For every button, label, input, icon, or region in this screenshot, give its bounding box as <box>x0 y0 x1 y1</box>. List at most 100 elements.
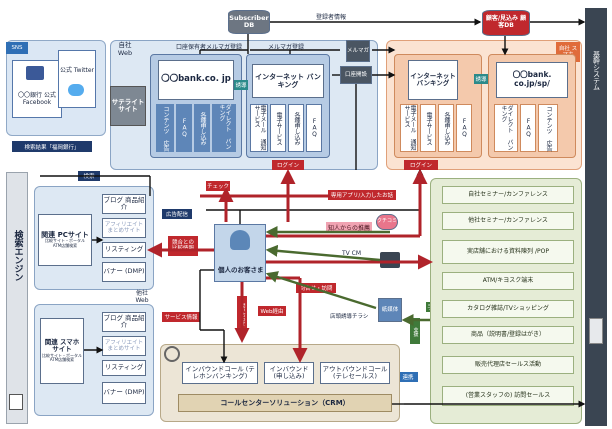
application-box[interactable]: 各種申し込み <box>194 104 210 152</box>
satellite-site-box[interactable]: サテライト サイト <box>110 86 146 126</box>
sp-listing-label: リスティング <box>104 363 144 372</box>
sp-site-title: 関連 スマホ サイト <box>44 337 80 354</box>
channel-sales-visit-label: (営業スタッフの) 訪問セールス <box>465 391 551 399</box>
ib-faq-box[interactable]: FAQ <box>306 104 322 152</box>
channel-seminar-other-label: 他社セミナー/カンファレンス <box>468 216 548 224</box>
pc-blog-label: ブログ 商品紹介 <box>103 195 145 211</box>
sp-banner-box[interactable]: バナー (DMP) <box>102 382 146 404</box>
customer-label: 個人のお客さま <box>218 266 264 274</box>
paper-label: 紙媒体 <box>381 306 399 313</box>
pc-site-sub1: 比較サイト・ポータル <box>45 238 85 244</box>
account-open-label: 口座開設 <box>344 71 367 78</box>
channel-atm-label: ATM/キヨスク端末 <box>482 276 534 284</box>
reputation-label: クチコミ <box>377 218 398 225</box>
inbound-label: インバウンド (申し込み) <box>269 364 309 380</box>
sp-listing-box[interactable]: リスティング <box>102 360 146 376</box>
sp-site-sub2: ATM店舗検索 <box>49 357 75 363</box>
inbound-box[interactable]: インバウンド (申し込み) <box>264 362 314 384</box>
direct-banking-box[interactable]: ダイレクト バンキング <box>212 104 236 152</box>
subscriber-db-label: Subscriber DB <box>229 13 269 29</box>
channel-sales-visit[interactable]: (営業スタッフの) 訪問セールス <box>442 386 574 406</box>
sp-apply-box[interactable]: 各種申し込み <box>438 104 454 152</box>
app-info-badge: 専用アプリ/入力したお話 <box>328 190 396 200</box>
pc-blog-box[interactable]: ブログ 商品紹介 <box>102 194 146 214</box>
core-system-label: 基幹システム <box>592 50 601 90</box>
contents-adv-box[interactable]: コンテンツ 広告 <box>156 104 174 152</box>
sp-site-sub1: 比較サイト・ポータル <box>42 352 82 358</box>
sp-site-card[interactable]: 関連 スマホ サイト 比較サイト・ポータル ATM店舗検索 <box>40 318 84 384</box>
sp-affiliate-label: アフィリエイト まとめサイト <box>104 339 144 352</box>
sp-banner-label: バナー (DMP) <box>103 388 145 397</box>
sp-contents-adv-box[interactable]: コンテンツ 広告 <box>538 104 558 152</box>
channel-catalog[interactable]: カタログ雑誌/TVショッピング <box>442 300 574 318</box>
service-info-badge: サービス情報 <box>162 312 200 322</box>
sp-faq-box[interactable]: FAQ <box>520 104 536 152</box>
sp-faq-small-box[interactable]: FAQ <box>456 104 472 152</box>
pc-affiliate-box[interactable]: アフィリエイト まとめサイト <box>102 218 146 238</box>
e-service-box[interactable]: 電子サービス <box>270 104 286 152</box>
reputation-icon: クチコミ <box>376 214 398 230</box>
sp-main-url-text: 〇〇bank. co.jp/sp/ <box>512 70 552 88</box>
sp-blog-box[interactable]: ブログ 商品紹介 <box>102 312 146 332</box>
inquiry-visit-badge: 問合せ・訪問 <box>296 283 336 293</box>
pc-site-sub2: ATM店舗検索 <box>52 243 78 249</box>
outbound-box[interactable]: アウトバウンドコール (テレセールス) <box>320 362 390 384</box>
login-badge-2[interactable]: ログイン <box>404 160 438 170</box>
email-notice-box[interactable]: 電子メール 通知サービス <box>250 104 268 152</box>
channel-product[interactable]: 商品（説明書/登録はがき） <box>442 326 574 344</box>
sp-site-card-body: 関連 スマホ サイト 比較サイト・ポータル ATM店舗検索 <box>41 337 83 363</box>
pc-listing-box[interactable]: リスティング <box>102 242 146 258</box>
link-badge-1: 誘導 <box>234 80 248 90</box>
account-open-box[interactable]: 口座開設 <box>340 66 372 84</box>
competitor-compare-text: 競合との 比較情報 <box>171 239 194 252</box>
main-site-url[interactable]: 〇〇bank.co. jp <box>158 60 234 100</box>
member-register-label: 口座保有者メルマガ登録 <box>176 44 243 51</box>
pc-banner-box[interactable]: バナー (DMP) <box>102 262 146 282</box>
word-of-mouth-label: 知人からの推薦 <box>326 222 373 233</box>
pc-affiliate-label: アフィリエイト まとめサイト <box>104 221 144 234</box>
subscriber-db[interactable]: Subscriber DB <box>228 10 270 34</box>
channel-seminar-own-label: 自社セミナー/カンファレンス <box>468 190 548 198</box>
inbound-ib-box[interactable]: インバウンドコール (テレホンバンキング) <box>182 362 258 384</box>
web-via-badge: Web経由 <box>258 306 286 316</box>
customer-db[interactable]: 顧客/見込み 顧客DB <box>482 10 530 36</box>
sp-affiliate-box[interactable]: アフィリエイト まとめサイト <box>102 336 146 356</box>
cooperation-badge: 連携 <box>398 372 418 382</box>
tv-icon <box>380 252 400 268</box>
sp-email-notice-box[interactable]: 電子メール 通知サービス <box>400 104 418 152</box>
channel-store-display-label: 実店舗における資料陳列 /POP <box>467 247 549 255</box>
sp-blog-label: ブログ 商品紹介 <box>103 313 145 329</box>
channel-agency-label: 販売代理店セールス活動 <box>474 360 541 368</box>
internet-banking-title[interactable]: インターネット バンキング <box>252 64 324 98</box>
faq-box[interactable]: FAQ <box>176 104 192 152</box>
channel-seminar-own[interactable]: 自社セミナー/カンファレンス <box>442 186 574 204</box>
paper-box[interactable]: 紙媒体 <box>378 298 402 322</box>
sp-e-service-box[interactable]: 電子サービス <box>420 104 436 152</box>
tv-cm-label: TV CM <box>342 250 362 257</box>
login-badge-1[interactable]: ログイン <box>272 160 304 170</box>
channel-seminar-other[interactable]: 他社セミナー/カンファレンス <box>442 212 574 230</box>
satellite-site-label: サテライト サイト <box>111 97 145 113</box>
channel-store-display[interactable]: 実店舗における資料陳列 /POP <box>442 240 574 264</box>
channel-catalog-label: カタログ雑誌/TVショッピング <box>467 304 549 312</box>
sp-direct-banking-box[interactable]: ダイレクト バンキング <box>494 104 518 152</box>
channel-agency[interactable]: 販売代理店セールス活動 <box>442 356 574 374</box>
sp-main-url[interactable]: 〇〇bank. co.jp/sp/ <box>496 62 568 98</box>
support-badge: 支援 <box>410 318 420 344</box>
search-badge: 検索 <box>78 171 100 181</box>
pc-site-card[interactable]: 関連 PCサイト 比較サイト・ポータル ATM店舗検索 <box>38 214 92 266</box>
other-web-title: 他社 Web <box>130 290 154 308</box>
channel-atm[interactable]: ATM/キヨスク端末 <box>442 272 574 290</box>
search-engine-bar <box>6 172 28 424</box>
outbound-label: アウトバウンドコール (テレセールス) <box>322 364 388 380</box>
sns-twitter-card[interactable]: 公式 Twitter <box>58 50 96 108</box>
search-doc-icon <box>9 394 23 410</box>
link-badge-2: 誘導 <box>474 74 488 84</box>
pc-listing-label: リスティング <box>104 245 144 254</box>
sp-ib-title[interactable]: インターネット バンキング <box>408 60 458 100</box>
ib-apply-box[interactable]: 各種申し込み <box>288 104 304 152</box>
internet-banking-title-text: インターネット バンキング <box>255 72 321 89</box>
mailmag-box[interactable]: メルマガ <box>346 40 370 62</box>
crm-bar[interactable]: コールセンターソリューション（CRM） <box>178 394 392 412</box>
sp-ib-title-text: インターネット バンキング <box>410 71 456 87</box>
